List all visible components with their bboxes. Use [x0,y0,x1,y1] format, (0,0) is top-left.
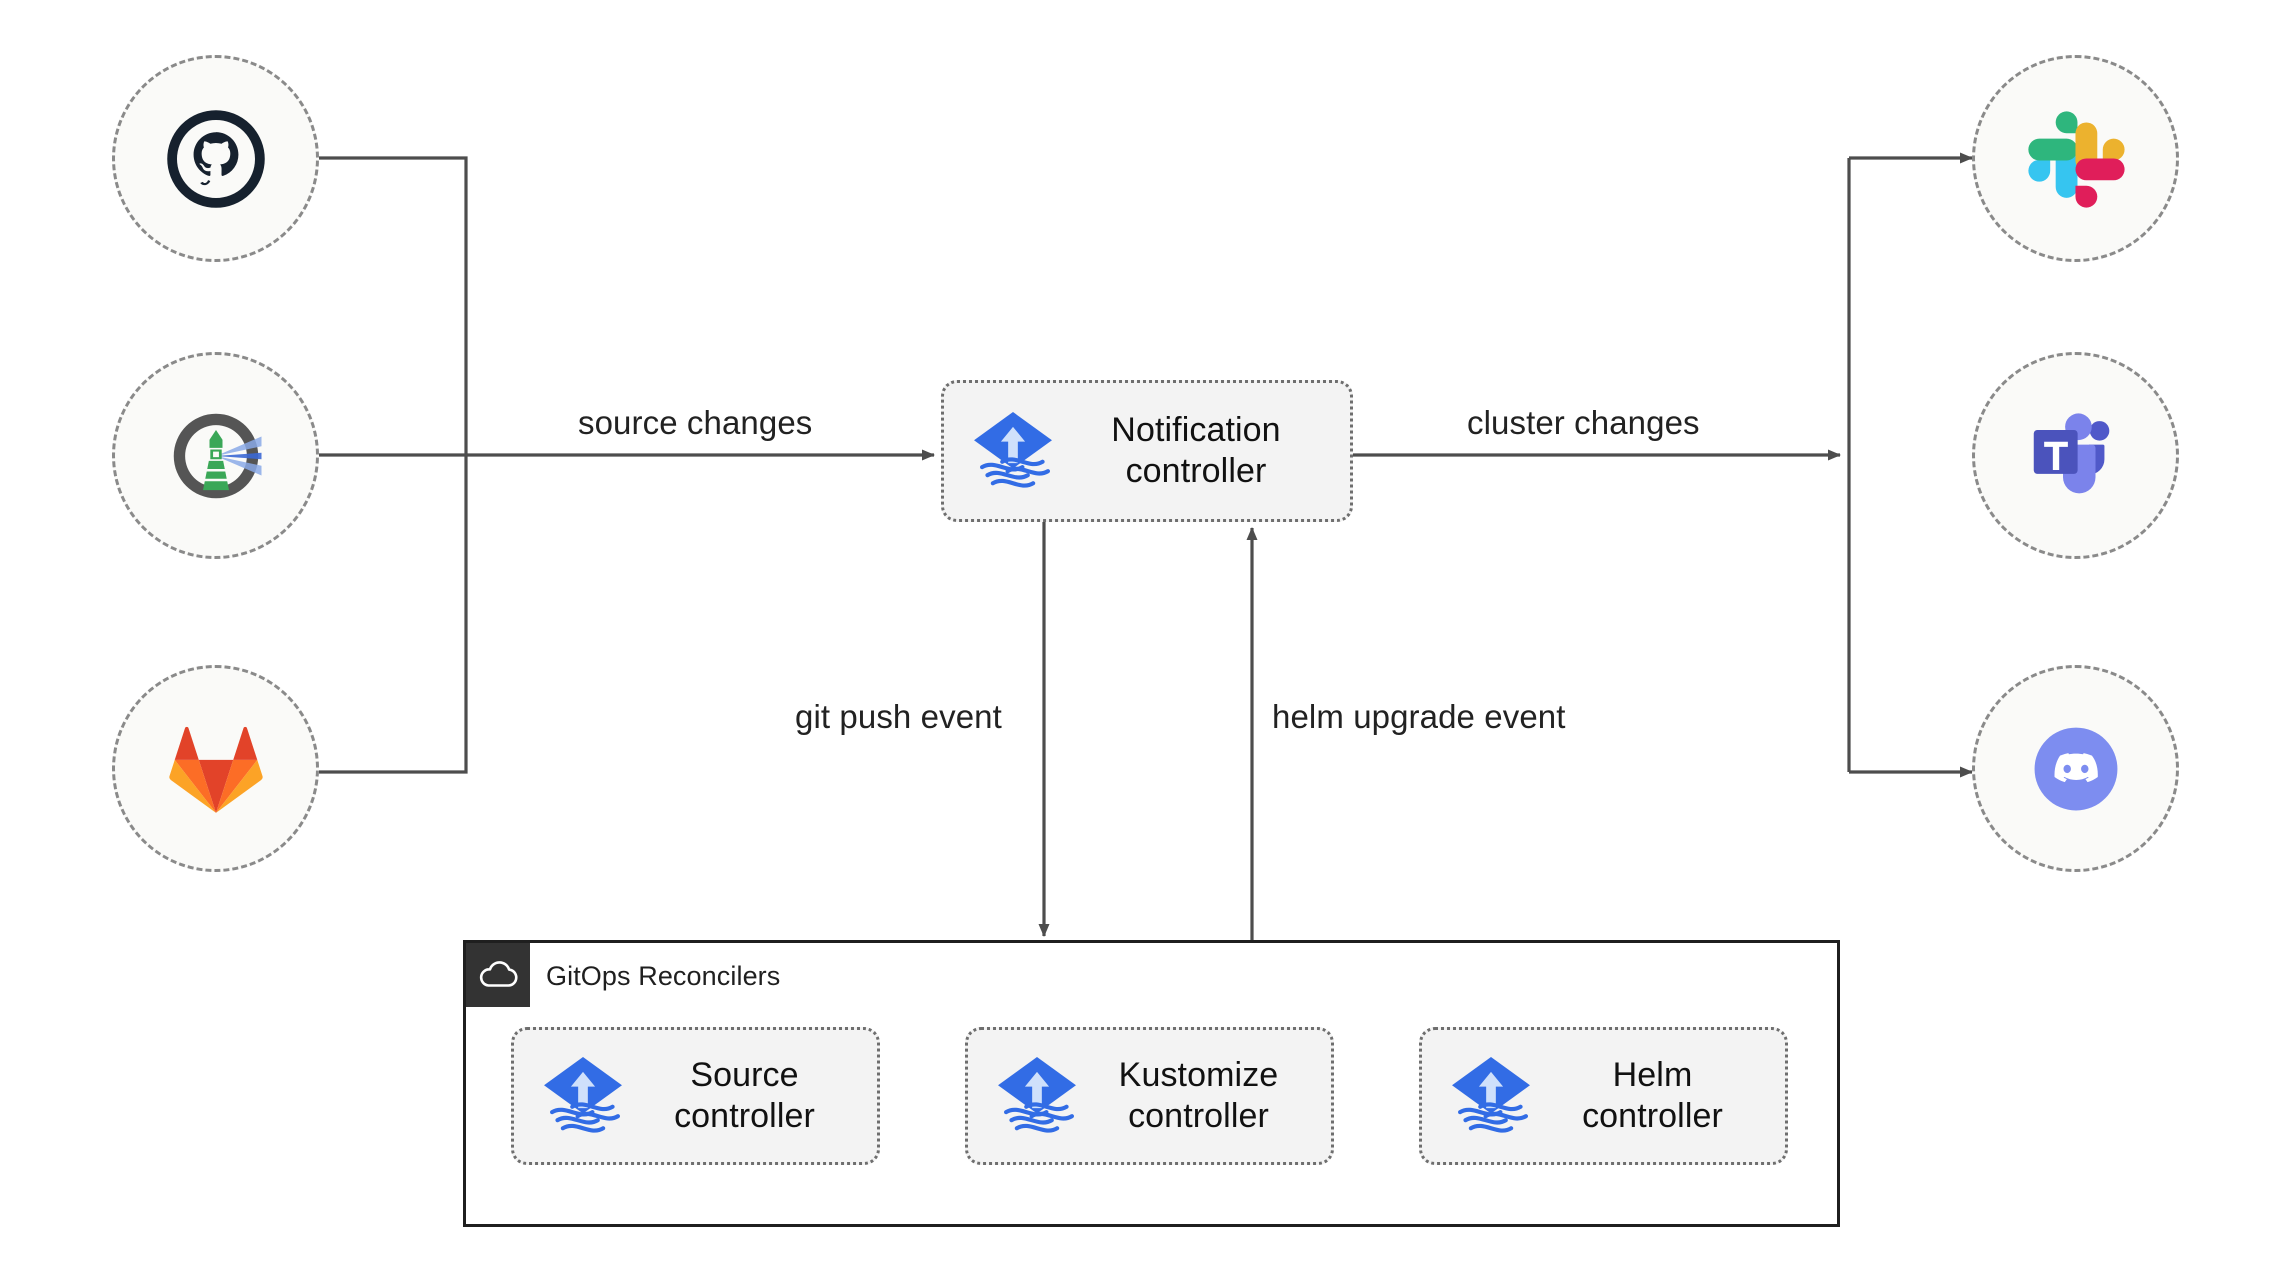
flux-logo [544,1057,622,1133]
edge-label-cluster-changes: cluster changes [1467,404,1700,441]
github-logo [166,109,265,208]
group-tab [466,943,530,1007]
cloud-icon [479,961,518,987]
kustomize-label-line2: controller [1128,1097,1269,1135]
notification-controller-node[interactable]: Notification controller [941,380,1353,522]
kustomize-label-line1: Kustomize [1118,1055,1279,1094]
kustomize-controller-label: Kustomize controller [1084,1055,1331,1138]
helm-controller-node[interactable]: Helm controller [1419,1027,1788,1165]
slack-logo [2027,110,2125,208]
wire-left-bus [319,156,468,774]
gitlab-logo [168,726,263,813]
flux-logo [1452,1057,1530,1133]
source-controller-node[interactable]: Source controller [511,1027,880,1165]
flux-logo [998,1057,1076,1133]
destination-node-slack[interactable] [1972,55,2179,262]
flux-logo [974,412,1052,488]
edge-label-helm-upgrade-event: helm upgrade event [1272,698,1566,735]
notification-controller-label: Notification controller [1060,410,1350,493]
discord-logo [2034,727,2117,810]
notification-label-line2: controller [1125,452,1267,490]
source-node-github[interactable] [112,55,319,262]
helm-label-line1: Helm [1612,1055,1693,1094]
source-label-line1: Source [690,1055,799,1094]
ms-teams-logo [2033,412,2109,493]
source-node-gitlab[interactable] [112,665,319,872]
helm-controller-label: Helm controller [1538,1055,1785,1138]
destination-node-teams[interactable] [1972,352,2179,559]
group-title: GitOps Reconcilers [546,961,781,991]
destination-node-discord[interactable] [1972,665,2179,872]
helm-label-line2: controller [1582,1097,1723,1135]
edge-label-git-push-event: git push event [795,698,1002,735]
notification-label-line1: Notification [1111,410,1281,449]
source-node-harbor[interactable] [112,352,319,559]
edge-label-source-changes: source changes [578,404,813,441]
kustomize-controller-node[interactable]: Kustomize controller [965,1027,1334,1165]
harbor-logo [173,413,261,498]
source-controller-label: Source controller [630,1055,877,1138]
source-label-line2: controller [674,1097,815,1135]
